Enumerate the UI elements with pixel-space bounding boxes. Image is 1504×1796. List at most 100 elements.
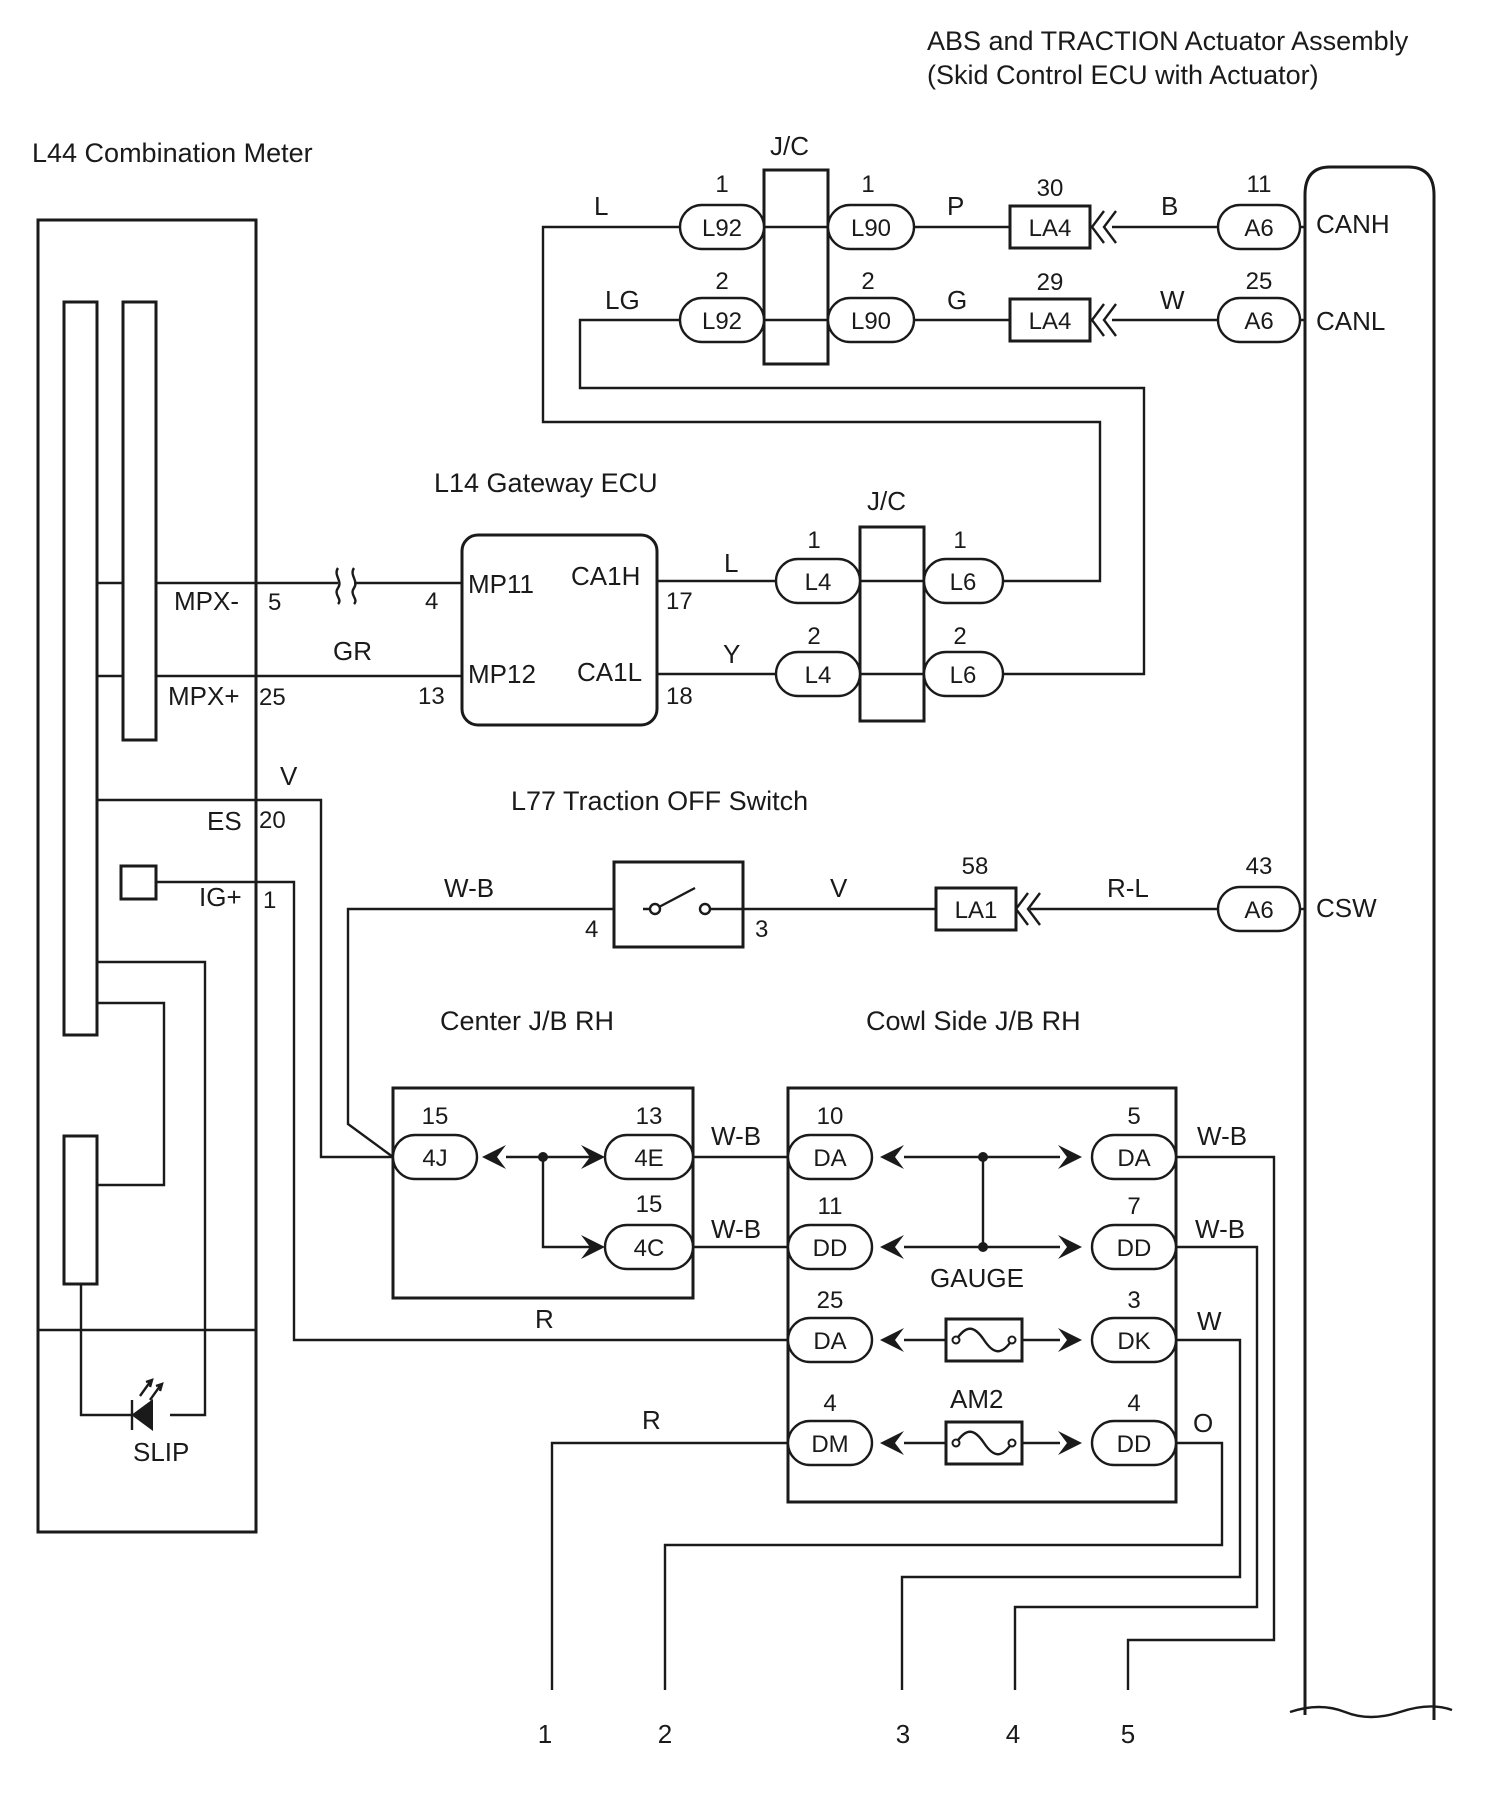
- connector-la1-58-pin: 58: [962, 853, 989, 880]
- slip-led-ray1: [139, 1378, 154, 1397]
- output-terminal-3: 3: [896, 1719, 910, 1749]
- mpx-plus-pin: 25: [259, 684, 286, 711]
- output-terminal-2: 2: [658, 1719, 672, 1749]
- fuse-end-right: [1007, 1335, 1017, 1345]
- wire-wb-switch: [346, 907, 614, 1158]
- connector-da25-name: DA: [813, 1328, 846, 1355]
- fuse-element: [955, 1327, 1013, 1353]
- jc-mid-body: [858, 525, 926, 723]
- wire-color-wb-da5: W-B: [1197, 1121, 1247, 1151]
- traction-switch-title: L77 Traction OFF Switch: [511, 786, 808, 816]
- wire-color-r-ig: R: [535, 1304, 554, 1334]
- connector-la4-29-name: LA4: [1029, 308, 1072, 335]
- abs-assembly-title-line1: ABS and TRACTION Actuator Assembly: [927, 26, 1409, 56]
- connector-l92-1: [678, 203, 766, 251]
- wire-v-es: [256, 798, 393, 1159]
- connector-la4-30-pin: 30: [1037, 175, 1064, 202]
- wire-output-4: [1013, 1245, 1259, 1690]
- meter-bar-left: [62, 300, 99, 1037]
- output-terminal-5: 5: [1121, 1719, 1135, 1749]
- arrow-dd11: [880, 1235, 904, 1259]
- connector-l4-1-name: L4: [805, 569, 832, 596]
- abs-actuator-break-line: [1289, 1705, 1453, 1719]
- wire-r-ig: [256, 880, 788, 1342]
- am2-fuse-end-right: [1007, 1438, 1017, 1448]
- slip-led-ray2: [149, 1382, 164, 1401]
- connector-a6-43-pin: 43: [1246, 853, 1273, 880]
- connector-dk3-name: DK: [1117, 1328, 1150, 1355]
- wire-color-l-top: L: [594, 191, 608, 221]
- wire-color-g: G: [947, 285, 967, 315]
- slip-led-icon: [131, 1399, 153, 1431]
- connector-a6-25: [1216, 296, 1302, 344]
- wire-color-wb-switch: W-B: [444, 873, 494, 903]
- connector-dd4-pin: 4: [1127, 1390, 1140, 1417]
- connector-4j: [391, 1133, 479, 1181]
- connector-l4-2: [774, 650, 862, 698]
- wire-center-jb-branch: [541, 1157, 593, 1249]
- connector-l6-1: [922, 557, 1005, 605]
- connector-4j-pin: 15: [422, 1103, 449, 1130]
- wire-color-b: B: [1161, 191, 1178, 221]
- connector-dd7-name: DD: [1117, 1235, 1152, 1262]
- connector-da10-pin: 10: [817, 1103, 844, 1130]
- connector-da10: [786, 1133, 874, 1181]
- connector-l6-2: [922, 650, 1005, 698]
- wire-color-r-out1: R: [642, 1405, 661, 1435]
- connector-l6-1-name: L6: [950, 569, 977, 596]
- gateway-mp11-pin: 4: [425, 588, 438, 615]
- arrow-dd4: [1058, 1431, 1082, 1455]
- arrow-da5: [1058, 1145, 1082, 1169]
- abs-terminal-csw: CSW: [1316, 893, 1377, 923]
- cowl-splice-bottom: [978, 1242, 988, 1252]
- wire-meter-loop: [97, 1001, 166, 1187]
- wire-output-5: [1126, 1155, 1276, 1690]
- ig-pin: 1: [263, 887, 276, 914]
- es-pin: 20: [259, 807, 286, 834]
- arrow-4j: [482, 1145, 506, 1169]
- wire-output-3: [900, 1338, 1242, 1690]
- connector-l4-2-pin: 2: [807, 623, 820, 650]
- wire-break-symbol-b: [351, 567, 357, 605]
- connector-l90-1-pin: 1: [861, 171, 874, 198]
- am2-fuse-element: [955, 1430, 1013, 1456]
- connector-l92-2: [678, 296, 766, 344]
- wire-color-p: P: [947, 191, 964, 221]
- switch-contact-left: [648, 902, 662, 916]
- abs-actuator-body: [1303, 165, 1436, 1720]
- connector-l90-2: [826, 296, 916, 344]
- center-jb-body: [391, 1086, 695, 1300]
- connector-l90-2-pin: 2: [861, 268, 874, 295]
- connector-la4-29-arrow: [1090, 303, 1117, 337]
- connector-l92-2-pin: 2: [715, 268, 728, 295]
- traction-switch-body: [612, 860, 745, 949]
- connector-da10-name: DA: [813, 1145, 846, 1172]
- connector-a6-43: [1216, 885, 1302, 933]
- connector-da25: [786, 1316, 874, 1364]
- wire-color-v-switch: V: [830, 873, 848, 903]
- connector-l92-2-name: L92: [702, 308, 742, 335]
- switch-pin-3: 3: [755, 916, 768, 943]
- connector-l90-1-name: L90: [851, 215, 891, 242]
- connector-la1-58-arrow: [1014, 892, 1041, 926]
- wire-break-symbol-a: [335, 567, 341, 605]
- connector-da5-pin: 5: [1127, 1103, 1140, 1130]
- connector-a6-25-pin: 25: [1246, 268, 1273, 295]
- connector-la1-58: [934, 886, 1018, 932]
- gateway-ecu-title: L14 Gateway ECU: [434, 468, 658, 498]
- connector-l92-1-name: L92: [702, 215, 742, 242]
- wire-color-l-mid: L: [724, 548, 738, 578]
- center-jb-title: Center J/B RH: [440, 1006, 614, 1036]
- connector-dd7-pin: 7: [1127, 1193, 1140, 1220]
- connector-dd11: [786, 1223, 874, 1271]
- connector-la4-30-arrow: [1090, 210, 1117, 244]
- am2-fuse-end-left: [951, 1438, 961, 1448]
- gateway-mp11-label: MP11: [468, 569, 534, 599]
- wire-output-2: [663, 1441, 1224, 1690]
- slip-label: SLIP: [133, 1437, 189, 1467]
- wire-color-v-es: V: [280, 761, 298, 791]
- arrow-4e: [581, 1145, 605, 1169]
- meter-ig-block: [119, 864, 158, 901]
- connector-la4-29-pin: 29: [1037, 269, 1064, 296]
